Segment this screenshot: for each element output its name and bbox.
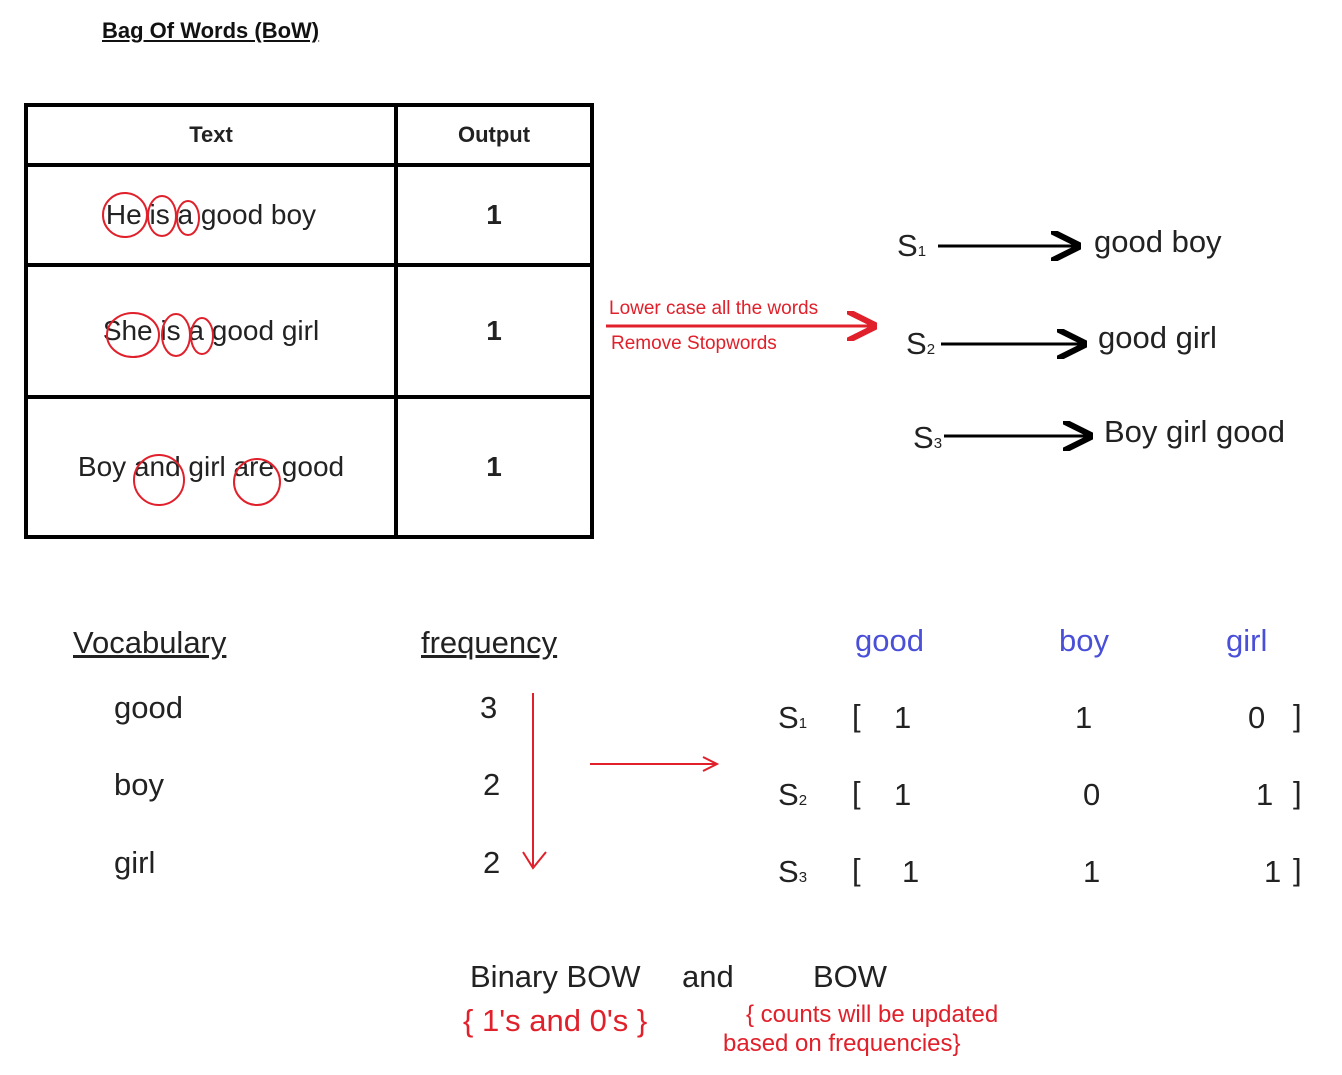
matrix-col-header: good <box>855 623 924 658</box>
dataset-table: Text Output He is a good boy 1 She is a … <box>24 103 594 539</box>
row-text: Boy and girl are good <box>24 395 398 539</box>
row-text: He is a good boy <box>24 163 398 267</box>
matrix-bracket-open: [ <box>852 852 861 887</box>
matrix-col-header: boy <box>1059 623 1109 658</box>
row-output: 1 <box>394 395 594 539</box>
sentence-value: Boy girl good <box>1104 414 1285 449</box>
row-output: 1 <box>394 263 594 399</box>
binary-note: { 1's and 0's } <box>463 1003 648 1038</box>
step-lowercase: Lower case all the words <box>609 298 819 319</box>
matrix-bracket-close: ] <box>1293 698 1302 733</box>
matrix-bracket-open: [ <box>852 775 861 810</box>
vocab-word: boy <box>114 767 164 802</box>
matrix-bracket-open: [ <box>852 698 861 733</box>
page-title: Bag Of Words (BoW) <box>102 18 320 43</box>
sentence-label: S3 <box>913 420 943 455</box>
bow-note-line1: { counts will be updated <box>746 1001 999 1028</box>
matrix-row-label: S3 <box>778 854 808 889</box>
sentence-value: good girl <box>1098 320 1217 355</box>
stopword-circle <box>102 192 148 238</box>
matrix-cell: 1 <box>902 854 920 889</box>
sentence-label: S1 <box>897 228 927 263</box>
row-text: She is a good girl <box>24 263 398 399</box>
frequency-arrow-head <box>522 851 547 870</box>
step-remove-stopwords: Remove Stopwords <box>611 333 777 354</box>
to-matrix-arrow-head <box>702 756 720 772</box>
stopword-circle <box>147 195 177 237</box>
stopword-circle <box>190 317 214 355</box>
vocabulary-header: Vocabulary <box>73 625 227 660</box>
vocab-freq: 3 <box>480 690 498 725</box>
frequency-header: frequency <box>421 625 558 660</box>
matrix-row-label: S1 <box>778 700 808 735</box>
header-text: Text <box>24 103 398 167</box>
matrix-col-header: girl <box>1226 623 1268 658</box>
stopword-circle <box>176 200 200 236</box>
matrix-cell: 1 <box>894 777 912 812</box>
matrix-cell: 1 <box>1083 854 1101 889</box>
sentence-value: good boy <box>1094 224 1222 259</box>
sentence-label: S2 <box>906 326 936 361</box>
binary-bow-label: Binary BOW <box>470 959 641 994</box>
matrix-cell: 1 <box>1256 777 1274 812</box>
matrix-cell: 1 <box>1075 700 1093 735</box>
matrix-cell: 1 <box>894 700 912 735</box>
matrix-cell: 0 <box>1083 777 1101 812</box>
matrix-cell: 0 <box>1248 700 1266 735</box>
stopword-circle <box>133 454 185 506</box>
stopword-circle <box>161 313 191 357</box>
and-label: and <box>682 959 734 994</box>
matrix-bracket-close: ] <box>1293 852 1302 887</box>
vocab-freq: 2 <box>483 845 501 880</box>
vocab-freq: 2 <box>483 767 501 802</box>
matrix-cell: 1 <box>1264 854 1282 889</box>
vocab-word: girl <box>114 845 156 880</box>
bow-label: BOW <box>813 959 888 994</box>
stopword-circle <box>106 312 160 358</box>
stopword-circle <box>233 458 281 506</box>
matrix-row-label: S2 <box>778 777 808 812</box>
row-output: 1 <box>394 163 594 267</box>
bow-note-line2: based on frequencies} <box>723 1030 961 1057</box>
matrix-bracket-close: ] <box>1293 775 1302 810</box>
vocab-word: good <box>114 690 183 725</box>
header-output: Output <box>394 103 594 167</box>
